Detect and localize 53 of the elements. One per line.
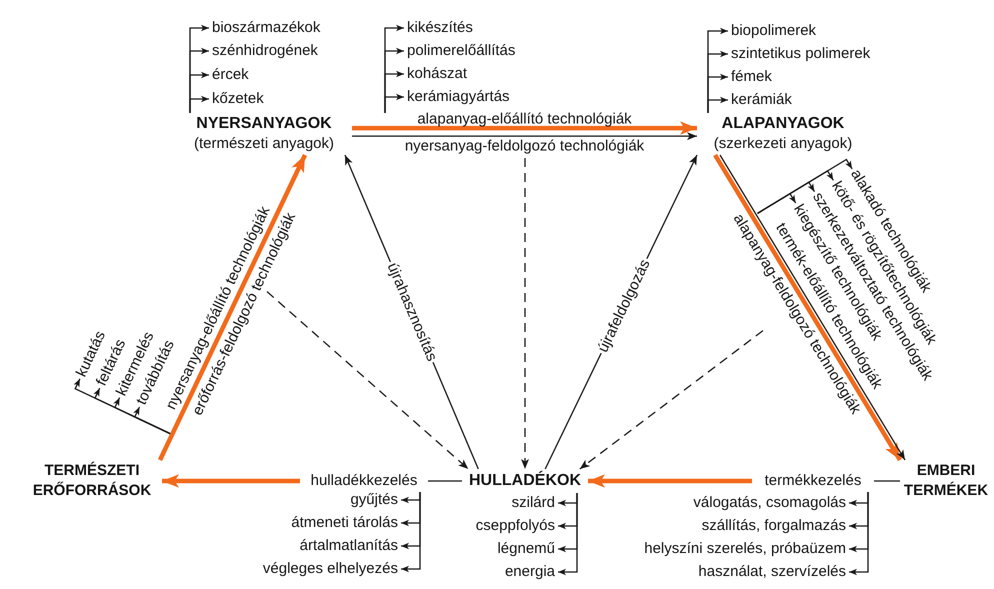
branch-arrow xyxy=(189,96,209,113)
list-item: energia xyxy=(504,563,555,581)
node-subtitle: (természeti anyagok) xyxy=(194,134,334,154)
list-item: légnemű xyxy=(497,540,555,558)
list-item: szénhidrogének xyxy=(212,42,318,60)
branch-arrow xyxy=(133,406,170,434)
list-item: fémek xyxy=(731,68,772,86)
node-title: NYERSANYAGOK xyxy=(196,114,332,134)
list-item: polimerelőállítás xyxy=(407,42,516,60)
connector-line xyxy=(874,480,900,482)
list-item: kikészítés xyxy=(407,19,473,37)
list-item: szállítás, forgalmazás xyxy=(702,517,846,535)
list-item: szilárd xyxy=(512,494,555,512)
branch-arrow xyxy=(757,192,796,214)
list-item: bioszármazékok xyxy=(212,19,320,37)
branch-arrow xyxy=(558,493,578,576)
node-subtitle: (szerkezeti anyagok) xyxy=(714,134,852,154)
dashed-arrow xyxy=(579,330,764,470)
node-title: TERMÉSZETI ERŐFORRÁSOK xyxy=(32,461,152,501)
list-item: kőzetek xyxy=(212,90,264,108)
list-item: átmeneti tárolás xyxy=(291,514,398,532)
arrow xyxy=(352,132,697,140)
list-item: szintetikus polimerek xyxy=(731,45,870,63)
process-label: hulladékkezelés xyxy=(310,471,418,491)
list-item: válogatás, csomagolás xyxy=(693,494,846,512)
process-label: termékkezelés xyxy=(764,471,862,491)
arrow xyxy=(162,474,300,488)
list-item: használat, szervízelés xyxy=(698,563,846,581)
list-item: ártalmatlanítás xyxy=(300,537,398,555)
edge-label: alapanyag-előállító technológiák xyxy=(416,110,633,128)
dashed-arrow xyxy=(266,291,469,470)
list-item: végleges elhelyezés xyxy=(262,560,398,578)
list-item: helyszíni szerelés, próbaüzem xyxy=(644,540,846,558)
connector-line xyxy=(428,480,462,482)
node-title: ALAPANYAGOK xyxy=(722,114,844,134)
arrow xyxy=(588,474,752,488)
list-item: kohászat xyxy=(407,65,468,83)
list-item: kerámiák xyxy=(731,91,792,109)
list-item: ércek xyxy=(212,66,249,84)
node-title: HULLADÉKOK xyxy=(469,471,581,491)
list-item: kerámiagyártás xyxy=(407,88,510,106)
node-title: EMBERI TERMÉKEK xyxy=(902,461,990,501)
list-item: biopolimerek xyxy=(731,22,816,40)
list-item: cseppfolyós xyxy=(476,517,555,535)
arrow xyxy=(352,121,697,135)
dashed-arrow xyxy=(521,158,529,469)
branch-arrow xyxy=(401,492,421,572)
branch-arrow xyxy=(384,94,404,113)
list-item: gyűjtés xyxy=(350,491,398,509)
edge-label: nyersanyag-feldolgozó technológiák xyxy=(404,138,646,155)
branch-arrow xyxy=(849,492,869,576)
arrow xyxy=(158,154,308,461)
branch-arrow xyxy=(707,96,728,113)
